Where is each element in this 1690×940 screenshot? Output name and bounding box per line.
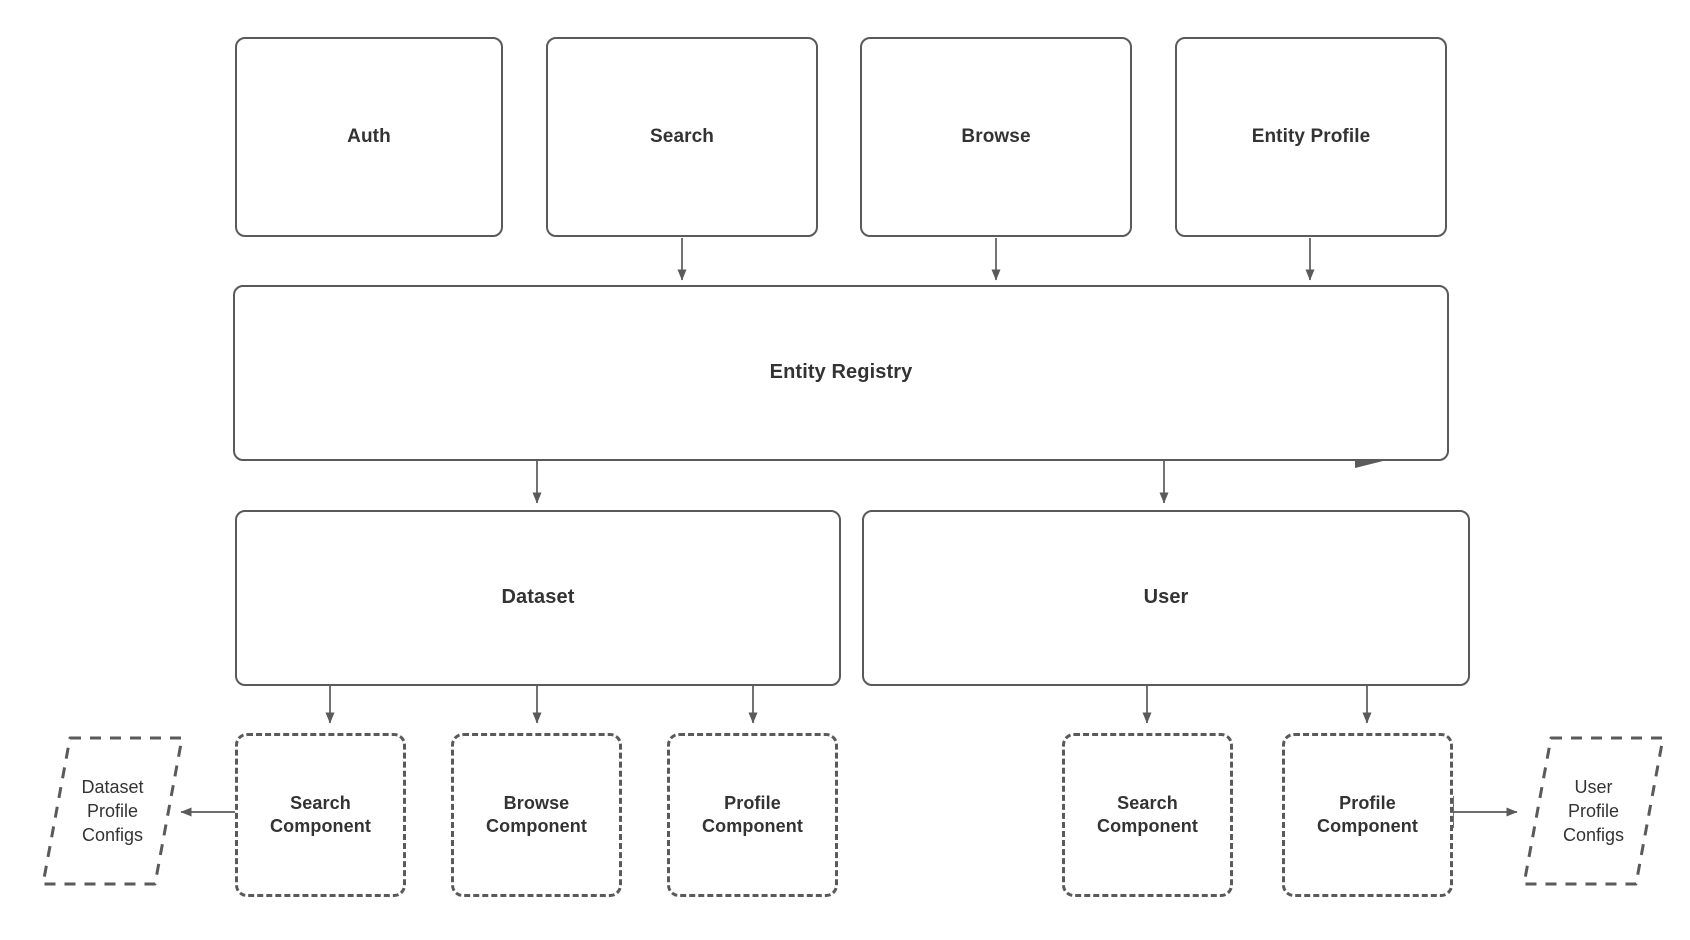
node-search-label: Search <box>650 125 714 147</box>
node-dataset-profile-component-label: Profile Component <box>702 792 803 836</box>
node-dataset-profile-configs-label: Dataset Profile Configs <box>81 776 144 846</box>
node-entity-profile[interactable]: Entity Profile <box>1175 37 1447 237</box>
node-dataset[interactable]: Dataset <box>235 510 841 686</box>
node-auth-label: Auth <box>347 125 391 147</box>
node-entity-profile-label: Entity Profile <box>1251 125 1371 147</box>
user-profile-configs-shape <box>1522 736 1665 886</box>
node-dataset-browse-component[interactable]: Browse Component <box>451 733 622 897</box>
node-search[interactable]: Search <box>546 37 818 237</box>
node-dataset-browse-component-label: Browse Component <box>486 792 587 836</box>
node-user[interactable]: User <box>862 510 1470 686</box>
node-dataset-search-component-label: Search Component <box>270 792 371 836</box>
node-dataset-profile-component[interactable]: Profile Component <box>667 733 838 897</box>
node-auth[interactable]: Auth <box>235 37 503 237</box>
node-browse-label: Browse <box>961 125 1031 147</box>
node-dataset-profile-configs[interactable]: Dataset Profile Configs <box>40 735 185 887</box>
node-browse[interactable]: Browse <box>860 37 1132 237</box>
dataset-profile-configs-shape <box>41 736 184 886</box>
node-user-profile-component-label: Profile Component <box>1317 792 1418 836</box>
node-dataset-search-component[interactable]: Search Component <box>235 733 406 897</box>
node-user-profile-configs-label: User Profile Configs <box>1562 776 1625 846</box>
node-entity-registry[interactable]: Entity Registry <box>233 285 1449 461</box>
node-user-profile-configs[interactable]: User Profile Configs <box>1521 735 1666 887</box>
node-entity-registry-label: Entity Registry <box>769 361 913 384</box>
node-dataset-label: Dataset <box>501 586 575 609</box>
node-user-profile-component[interactable]: Profile Component <box>1282 733 1453 897</box>
node-user-label: User <box>1143 586 1189 609</box>
node-user-search-component-label: Search Component <box>1097 792 1198 836</box>
node-user-search-component[interactable]: Search Component <box>1062 733 1233 897</box>
